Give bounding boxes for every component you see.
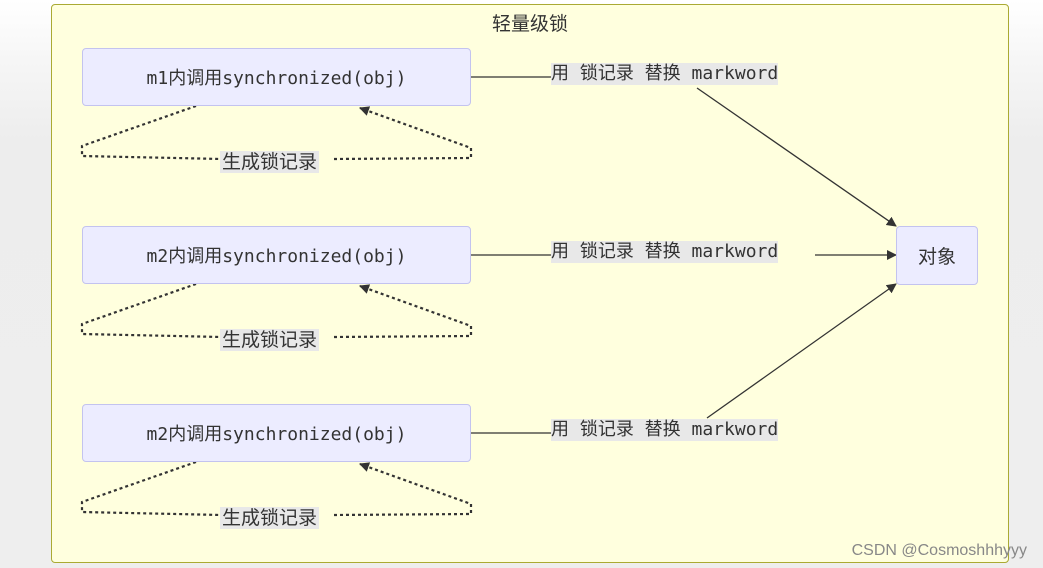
- self-loop-label-create-lock-record: 生成锁记录: [220, 507, 320, 529]
- edge-label-replace-markword: 用 锁记录 替换 markword: [551, 63, 779, 85]
- csdn-watermark: CSDN @Cosmoshhhyyy: [851, 542, 1027, 559]
- subgraph-title: 轻量级锁: [491, 13, 568, 35]
- edge-label-replace-markword: 用 锁记录 替换 markword: [551, 419, 779, 441]
- object-node: 对象: [896, 226, 978, 285]
- self-loop-1: [80, 106, 473, 161]
- method-node-m2-second: m2内调用synchronized(obj): [82, 404, 471, 462]
- method-node-m1: m1内调用synchronized(obj): [82, 48, 471, 106]
- edge-m2b-to-target: [706, 283, 897, 419]
- self-loop-label-create-lock-record: 生成锁记录: [220, 329, 320, 351]
- self-loop-label-create-lock-record: 生成锁记录: [220, 151, 320, 173]
- self-loop-3: [80, 462, 473, 517]
- edge-m1-to-target: [696, 87, 897, 227]
- self-loop-2: [80, 284, 473, 339]
- method-node-m2: m2内调用synchronized(obj): [82, 226, 471, 284]
- edge-label-replace-markword: 用 锁记录 替换 markword: [551, 241, 779, 263]
